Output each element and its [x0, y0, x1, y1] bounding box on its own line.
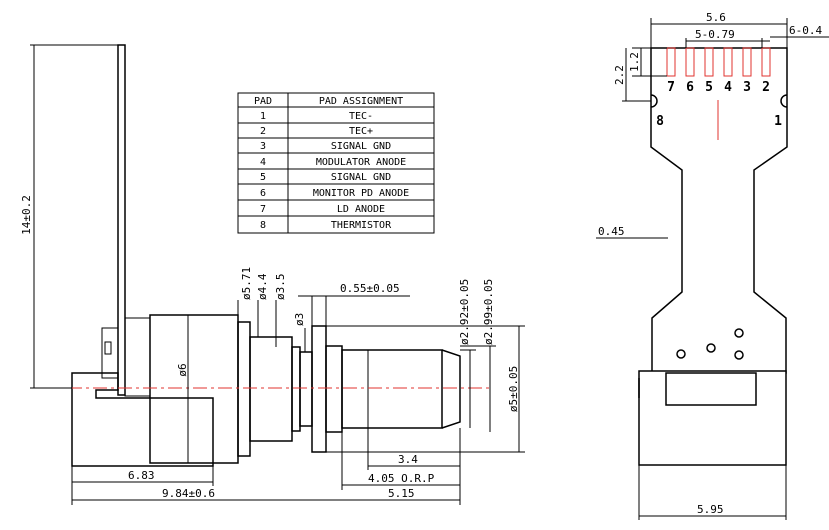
via-hole — [734, 350, 744, 360]
pad-label-6: 6 — [686, 80, 694, 95]
table-assign-2: TEC+ — [349, 126, 373, 137]
flex-strip — [117, 44, 126, 396]
dim-len-6-83: 6.83 — [128, 469, 155, 482]
table-assign-3: SIGNAL GND — [331, 141, 391, 152]
pad-label-5: 5 — [705, 80, 713, 95]
pad-5-icon — [704, 47, 714, 77]
dim-pad-length: 1.2 — [628, 52, 641, 72]
table-pad-2: 2 — [260, 126, 266, 137]
dim-len-3-4: 3.4 — [398, 453, 418, 466]
package-window — [665, 372, 757, 406]
table-pad-6: 6 — [260, 188, 266, 199]
main-housing — [149, 314, 239, 464]
dim-dia-5-71: ø5.71 — [240, 267, 253, 300]
pad-3-icon — [742, 47, 752, 77]
pad-label-4: 4 — [724, 80, 732, 95]
pad-7-icon — [666, 47, 676, 77]
dim-dia-5: ø5±0.05 — [507, 366, 520, 412]
dim-dia-3: ø3 — [293, 313, 306, 326]
dim-trace: 0.45 — [598, 225, 625, 238]
side-view: 14±0.2 ø5.71 ø4.4 ø3.5 ø3 ø6 0.55±0.05 ø… — [20, 44, 525, 505]
table-pad-3: 3 — [260, 141, 266, 152]
table-pad-7: 7 — [260, 204, 266, 215]
dim-dia-6: ø6 — [176, 363, 189, 376]
pad-2-icon — [761, 47, 771, 77]
flex-outline — [650, 47, 788, 374]
dim-orp: 4.05 O.R.P — [368, 472, 435, 485]
table-assign-4: MODULATOR ANODE — [316, 157, 406, 168]
table-pad-1: 1 — [260, 111, 266, 122]
dim-len-9-84: 9.84±0.6 — [162, 487, 215, 500]
flange — [311, 325, 327, 453]
package-body — [638, 370, 787, 466]
top-pads — [666, 47, 771, 77]
dim-dia-3-5: ø3.5 — [274, 274, 287, 301]
table-header-assignment: PAD ASSIGNMENT — [319, 96, 403, 107]
flex-view: 7 6 5 4 3 2 8 1 5.6 6-0.4 5-0.79 1.2 — [596, 11, 829, 520]
pad-assignment-table: PAD PAD ASSIGNMENT 1 TEC- 2 TEC+ 3 SIGNA… — [237, 92, 435, 234]
dim-pitch: 5-0.79 — [695, 28, 735, 41]
dim-flange: 0.55±0.05 — [340, 282, 400, 295]
table-pad-8: 8 — [260, 220, 266, 231]
dim-dia-4-4: ø4.4 — [256, 273, 269, 300]
pad-4-icon — [723, 47, 733, 77]
dim-dia-2-92: ø2.92±0.05 — [458, 279, 471, 345]
table-assign-8: THERMISTOR — [331, 220, 392, 231]
table-header-pad: PAD — [254, 96, 272, 107]
table-pad-4: 4 — [260, 157, 266, 168]
via-hole — [734, 328, 744, 338]
pad-label-1: 1 — [774, 114, 782, 129]
table-assign-5: SIGNAL GND — [331, 172, 391, 183]
connector-block — [101, 327, 119, 379]
pad-label-7: 7 — [667, 80, 675, 95]
receptacle-nose — [341, 349, 443, 429]
via-hole — [706, 343, 716, 353]
dim-len-5-15: 5.15 — [388, 487, 415, 500]
dim-width-bottom: 5.95 — [697, 503, 724, 516]
table-assign-1: TEC- — [349, 111, 373, 122]
dim-dia-2-99: ø2.99±0.05 — [482, 279, 495, 345]
dim-width-top: 5.6 — [706, 11, 726, 24]
pad-label-8: 8 — [656, 114, 664, 129]
pad-6-icon — [685, 47, 695, 77]
table-assign-7: LD ANODE — [337, 204, 385, 215]
pad-label-3: 3 — [743, 80, 751, 95]
via-hole — [676, 349, 686, 359]
pad-label-2: 2 — [762, 80, 770, 95]
dim-pad-width: 6-0.4 — [789, 24, 822, 37]
dim-pad-span: 2.2 — [613, 65, 626, 85]
table-assign-6: MONITOR PD ANODE — [313, 188, 409, 199]
base-block — [71, 372, 214, 467]
dim-height: 14±0.2 — [20, 195, 33, 235]
table-pad-5: 5 — [260, 172, 266, 183]
